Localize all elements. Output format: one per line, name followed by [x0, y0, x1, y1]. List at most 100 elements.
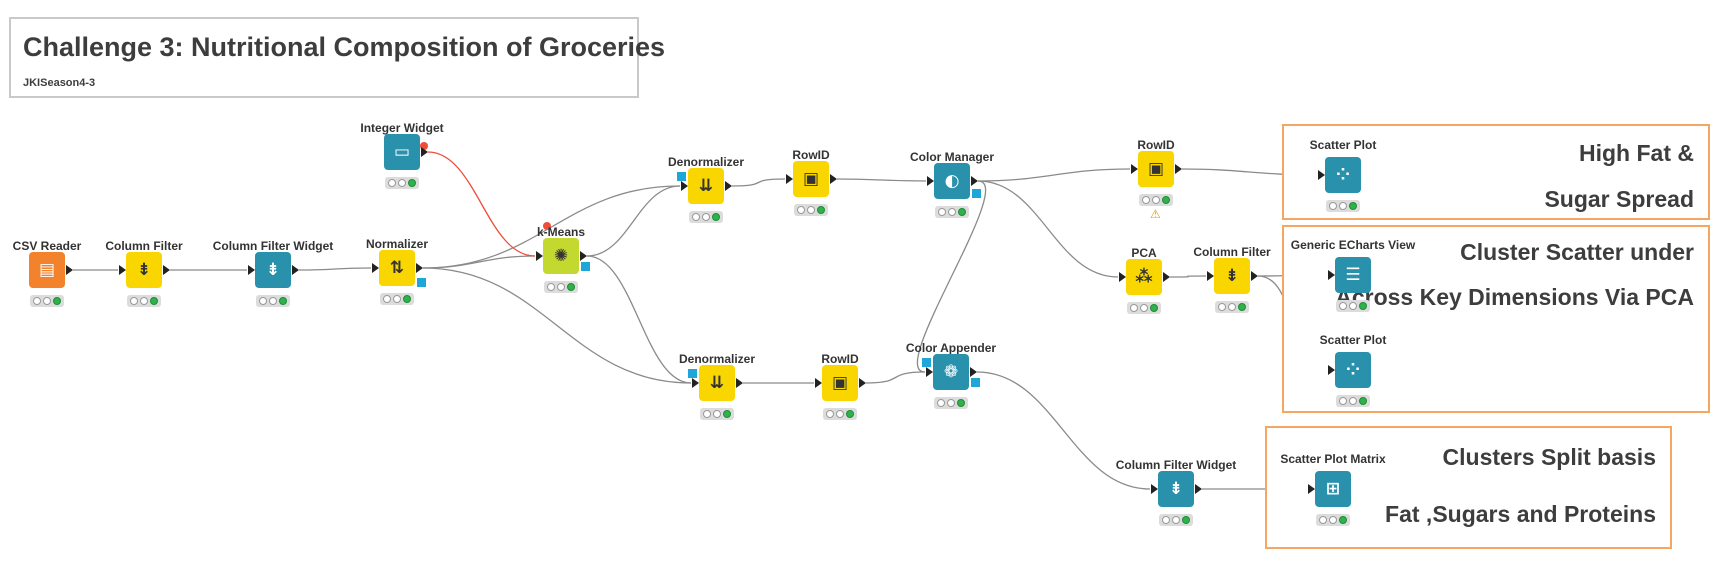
input-port[interactable]: [1131, 164, 1138, 174]
input-port[interactable]: [248, 265, 255, 275]
node-label: RowID: [792, 148, 830, 162]
node-body[interactable]: ❁: [933, 354, 969, 390]
connection-denormalizer-1-to-rowid-1[interactable]: [731, 178, 786, 187]
node-body[interactable]: ⇟: [255, 252, 291, 288]
connection-rowid-3-to-color-appender[interactable]: [865, 371, 926, 384]
connection-color-manager-to-color-appender[interactable]: [916, 180, 987, 373]
connection-color-manager-to-rowid-2[interactable]: [977, 168, 1131, 182]
output-port[interactable]: [66, 265, 73, 275]
node-body[interactable]: ▤: [29, 252, 65, 288]
output-port[interactable]: [1251, 271, 1258, 281]
node-label: Column Filter Widget: [212, 239, 334, 253]
input-port[interactable]: [1318, 170, 1325, 180]
status-off-light: [1339, 397, 1347, 405]
node-body[interactable]: ⇅: [379, 250, 415, 286]
output-port[interactable]: [1175, 164, 1182, 174]
node-label: CSV Reader: [12, 239, 82, 253]
input-port[interactable]: [786, 174, 793, 184]
output-port[interactable]: [580, 251, 587, 261]
output-port[interactable]: [421, 147, 428, 157]
node-body[interactable]: ⇟: [1214, 258, 1250, 294]
input-port[interactable]: [372, 263, 379, 273]
node-body[interactable]: ☰: [1335, 257, 1371, 293]
connection-color-manager-to-pca[interactable]: [977, 180, 1119, 278]
node-status-traffic-light: [934, 397, 968, 409]
output-port[interactable]: [859, 378, 866, 388]
output-port[interactable]: [830, 174, 837, 184]
node-body[interactable]: ▭: [384, 134, 420, 170]
node-body[interactable]: ⇊: [699, 365, 735, 401]
node-label: Integer Widget: [360, 121, 444, 135]
input-port[interactable]: [1328, 270, 1335, 280]
flow-variable-port[interactable]: [417, 278, 426, 287]
node-body[interactable]: ⊞: [1315, 471, 1351, 507]
status-green-light: [403, 295, 411, 303]
node-label: k-Means: [536, 225, 586, 239]
connection-k-means-to-denormalizer-2[interactable]: [586, 255, 692, 384]
input-port[interactable]: [927, 176, 934, 186]
node-body[interactable]: ⁘: [1325, 157, 1361, 193]
output-port[interactable]: [292, 265, 299, 275]
node-body[interactable]: ⁂: [1126, 259, 1162, 295]
output-port[interactable]: [970, 367, 977, 377]
connection-column-filter-widget-1-to-normalizer[interactable]: [298, 267, 372, 271]
status-off-light: [140, 297, 148, 305]
input-port[interactable]: [1308, 484, 1315, 494]
node-body[interactable]: ⇊: [688, 168, 724, 204]
flow-variable-port[interactable]: [688, 369, 697, 378]
input-port[interactable]: [1151, 484, 1158, 494]
node-body[interactable]: ▣: [793, 161, 829, 197]
status-off-light: [1142, 196, 1150, 204]
input-port[interactable]: [536, 251, 543, 261]
input-port[interactable]: [815, 378, 822, 388]
status-off-light: [797, 206, 805, 214]
workflow-title-annotation[interactable]: Challenge 3: Nutritional Composition of …: [9, 17, 665, 98]
output-port[interactable]: [736, 378, 743, 388]
status-green-light: [1339, 516, 1347, 524]
column-filter-icon: ⇟: [1168, 478, 1184, 499]
connection-normalizer-to-denormalizer-2[interactable]: [422, 267, 692, 384]
status-green-light: [1349, 202, 1357, 210]
workflow-subtitle: JKISeason4-3: [23, 77, 96, 89]
output-port[interactable]: [1195, 484, 1202, 494]
input-port[interactable]: [692, 378, 699, 388]
node-label: Column Filter Widget: [1115, 458, 1237, 472]
flow-variable-port[interactable]: [581, 262, 590, 271]
status-off-light: [398, 179, 406, 187]
connection-integer-widget-to-k-means[interactable]: [427, 151, 536, 257]
color-drop-icon: ◐: [944, 170, 960, 191]
connection-k-means-to-denormalizer-1[interactable]: [586, 185, 681, 257]
input-port[interactable]: [1328, 365, 1335, 375]
connection-normalizer-to-k-means[interactable]: [422, 255, 536, 269]
connection-normalizer-to-denormalizer-1[interactable]: [422, 185, 681, 269]
output-port[interactable]: [1163, 272, 1170, 282]
input-port[interactable]: [119, 265, 126, 275]
input-port[interactable]: [681, 181, 688, 191]
flow-variable-port[interactable]: [971, 378, 980, 387]
denormalizer-icon: ⇊: [698, 175, 714, 196]
node-body[interactable]: ▣: [822, 365, 858, 401]
flow-variable-port[interactable]: [677, 172, 686, 181]
node-label: RowID: [1137, 138, 1175, 152]
node-label: Normalizer: [365, 237, 429, 251]
node-body[interactable]: ▣: [1138, 151, 1174, 187]
input-port[interactable]: [1207, 271, 1214, 281]
flow-variable-port[interactable]: [972, 189, 981, 198]
node-body[interactable]: ✺: [543, 238, 579, 274]
connection-pca-to-column-filter-2[interactable]: [1169, 275, 1207, 278]
node-body[interactable]: ⁘: [1335, 352, 1371, 388]
flow-variable-port[interactable]: [922, 358, 931, 367]
node-body[interactable]: ◐: [934, 163, 970, 199]
output-port[interactable]: [416, 263, 423, 273]
connection-color-appender-to-column-filter-widget-2[interactable]: [976, 371, 1151, 490]
status-green-light: [846, 410, 854, 418]
output-port[interactable]: [971, 176, 978, 186]
input-port[interactable]: [1119, 272, 1126, 282]
node-body[interactable]: ⇟: [1158, 471, 1194, 507]
connection-rowid-1-to-color-manager[interactable]: [836, 178, 927, 182]
input-port[interactable]: [926, 367, 933, 377]
node-body[interactable]: ⇟: [126, 252, 162, 288]
output-port[interactable]: [725, 181, 732, 191]
output-port[interactable]: [163, 265, 170, 275]
